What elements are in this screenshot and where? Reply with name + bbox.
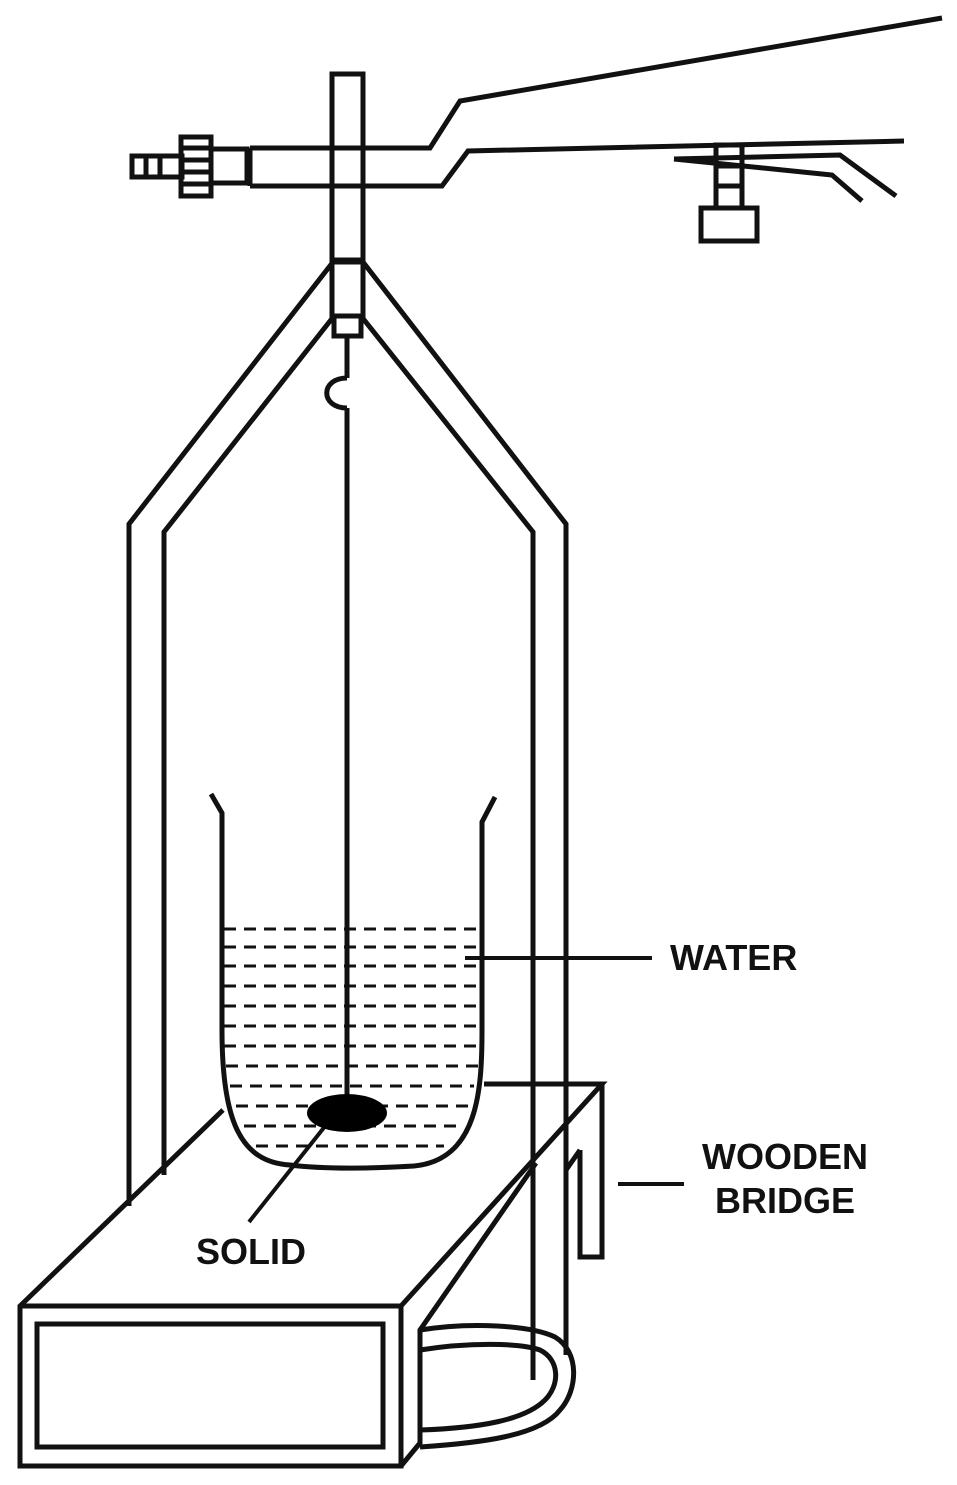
solid-label: SOLID — [196, 1231, 307, 1272]
pointer-assembly — [673, 142, 898, 244]
solid-leader-line — [247, 1118, 332, 1224]
solid-specimen — [307, 1094, 387, 1132]
water-label: WATER — [670, 937, 798, 978]
label-leader-lines — [247, 956, 684, 1224]
beaker — [208, 792, 498, 1171]
suspension-thread — [324, 336, 350, 1098]
stand-frame — [126, 260, 569, 1380]
wooden-bridge-label-line1: WOODEN — [702, 1136, 868, 1177]
wooden-bridge-label-line2: BRIDGE — [714, 1180, 855, 1221]
wooden-bridge — [17, 1081, 608, 1469]
wooden-bridge-label: WOODEN BRIDGE — [700, 1135, 870, 1223]
balance-pillar — [329, 71, 366, 339]
adjusting-screw — [129, 134, 250, 199]
balance-beam — [247, 15, 943, 189]
